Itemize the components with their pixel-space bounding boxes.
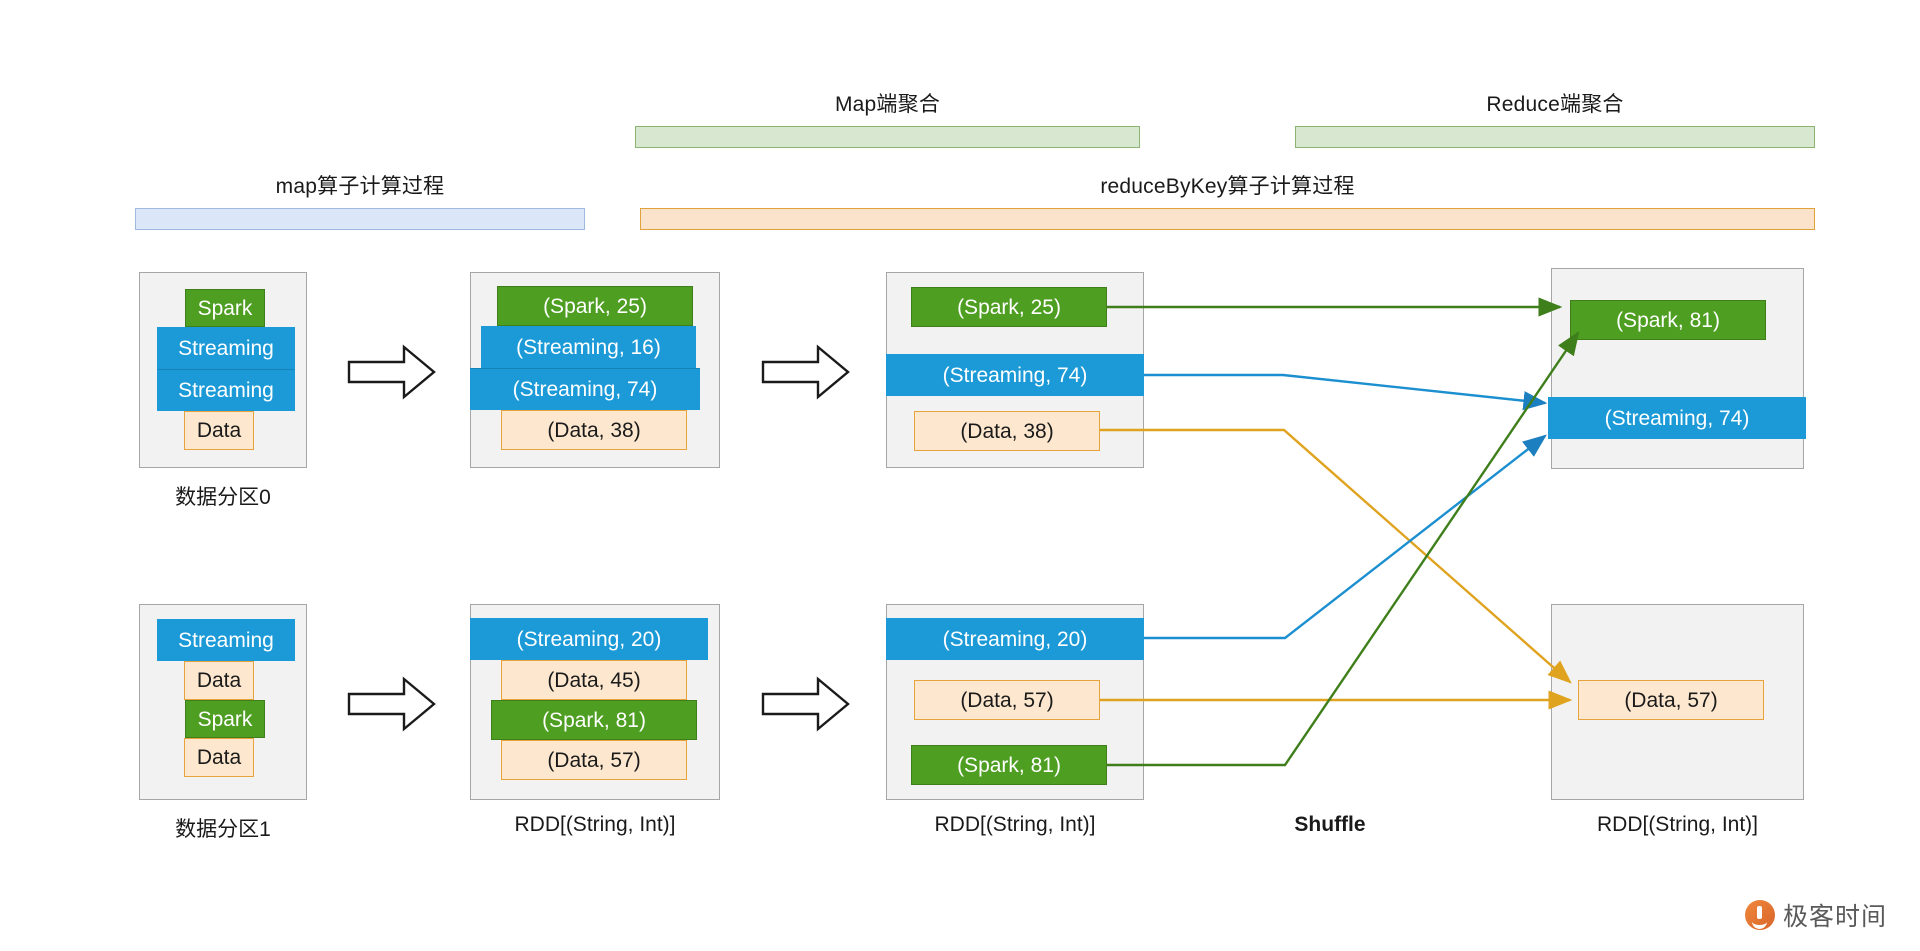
reduced-rdd-0-record-0[interactable]: (Spark, 81) [1570,300,1766,340]
reduce-stage-caption: reduceByKey算子计算过程 [1100,175,1355,198]
partition-0-record-0[interactable]: Spark [185,289,265,327]
map-agg-rdd-1-record-0[interactable]: (Streaming, 20) [886,618,1144,660]
mapagg-block-arrow-top [761,344,850,400]
shuffle-link-streaming-74 [1144,373,1548,411]
partition-1-record-1[interactable]: Data [184,661,254,700]
watermark: 极客时间 [1745,897,1887,933]
map-agg-rdd-0-record-0[interactable]: (Spark, 25) [911,287,1107,327]
map-agg-rdd-0-record-2[interactable]: (Data, 38) [914,411,1100,451]
mapped-rdd-1-record-3[interactable]: (Data, 57) [501,740,687,780]
partition-1-record-0[interactable]: Streaming [157,619,295,661]
shuffle-label: Shuffle [1294,813,1366,836]
partition-0-record-3[interactable]: Data [184,411,254,450]
reduced-rdd-0-record-1[interactable]: (Streaming, 74) [1548,397,1806,439]
mapped-rdd-1-caption: RDD[(String, Int)] [514,813,676,836]
reduce-side-aggregation-banner [1295,126,1815,148]
partition-1-record-3[interactable]: Data [184,738,254,777]
partition-1-caption: 数据分区1 [175,818,271,841]
mapped-rdd-0-record-3[interactable]: (Data, 38) [501,410,687,450]
shuffle-link-spark-81 [1107,331,1580,767]
map-side-aggregation-banner [635,126,1140,148]
map-agg-rdd-1-caption: RDD[(String, Int)] [934,813,1096,836]
map-stage-caption: map算子计算过程 [275,175,445,198]
mapagg-block-arrow-bottom [761,676,850,732]
mapped-rdd-1-record-1[interactable]: (Data, 45) [501,660,687,700]
partition-0-record-1[interactable]: Streaming [157,327,295,369]
mapped-rdd-0-record-2[interactable]: (Streaming, 74) [470,368,700,410]
map-block-arrow-top [347,344,436,400]
mapped-rdd-1-record-2[interactable]: (Spark, 81) [491,700,697,740]
mapped-rdd-0-record-1[interactable]: (Streaming, 16) [481,326,696,368]
reduce-stage-banner [640,208,1815,230]
map-agg-rdd-1-record-2[interactable]: (Spark, 81) [911,745,1107,785]
geekbang-logo-icon [1745,900,1775,930]
map-agg-rdd-1-record-1[interactable]: (Data, 57) [914,680,1100,720]
partition-1-record-2[interactable]: Spark [185,700,265,738]
watermark-text: 极客时间 [1783,903,1888,931]
partition-0-record-2[interactable]: Streaming [157,369,295,411]
map-side-aggregation-caption: Map端聚合 [834,93,941,116]
reduced-rdd-1-record-0[interactable]: (Data, 57) [1578,680,1764,720]
partition-0-caption: 数据分区0 [175,486,271,509]
mapped-rdd-1-record-0[interactable]: (Streaming, 20) [470,618,708,660]
shuffle-link-data-38 [1100,428,1572,684]
reduce-side-aggregation-caption: Reduce端聚合 [1486,93,1624,116]
map-stage-banner [135,208,585,230]
map-block-arrow-bottom [347,676,436,732]
reduced-rdd-1-caption: RDD[(String, Int)] [1596,813,1759,836]
map-agg-rdd-0-record-1[interactable]: (Streaming, 74) [886,354,1144,396]
shuffle-link-streaming-20 [1144,434,1547,640]
mapped-rdd-0-record-0[interactable]: (Spark, 25) [497,286,693,326]
